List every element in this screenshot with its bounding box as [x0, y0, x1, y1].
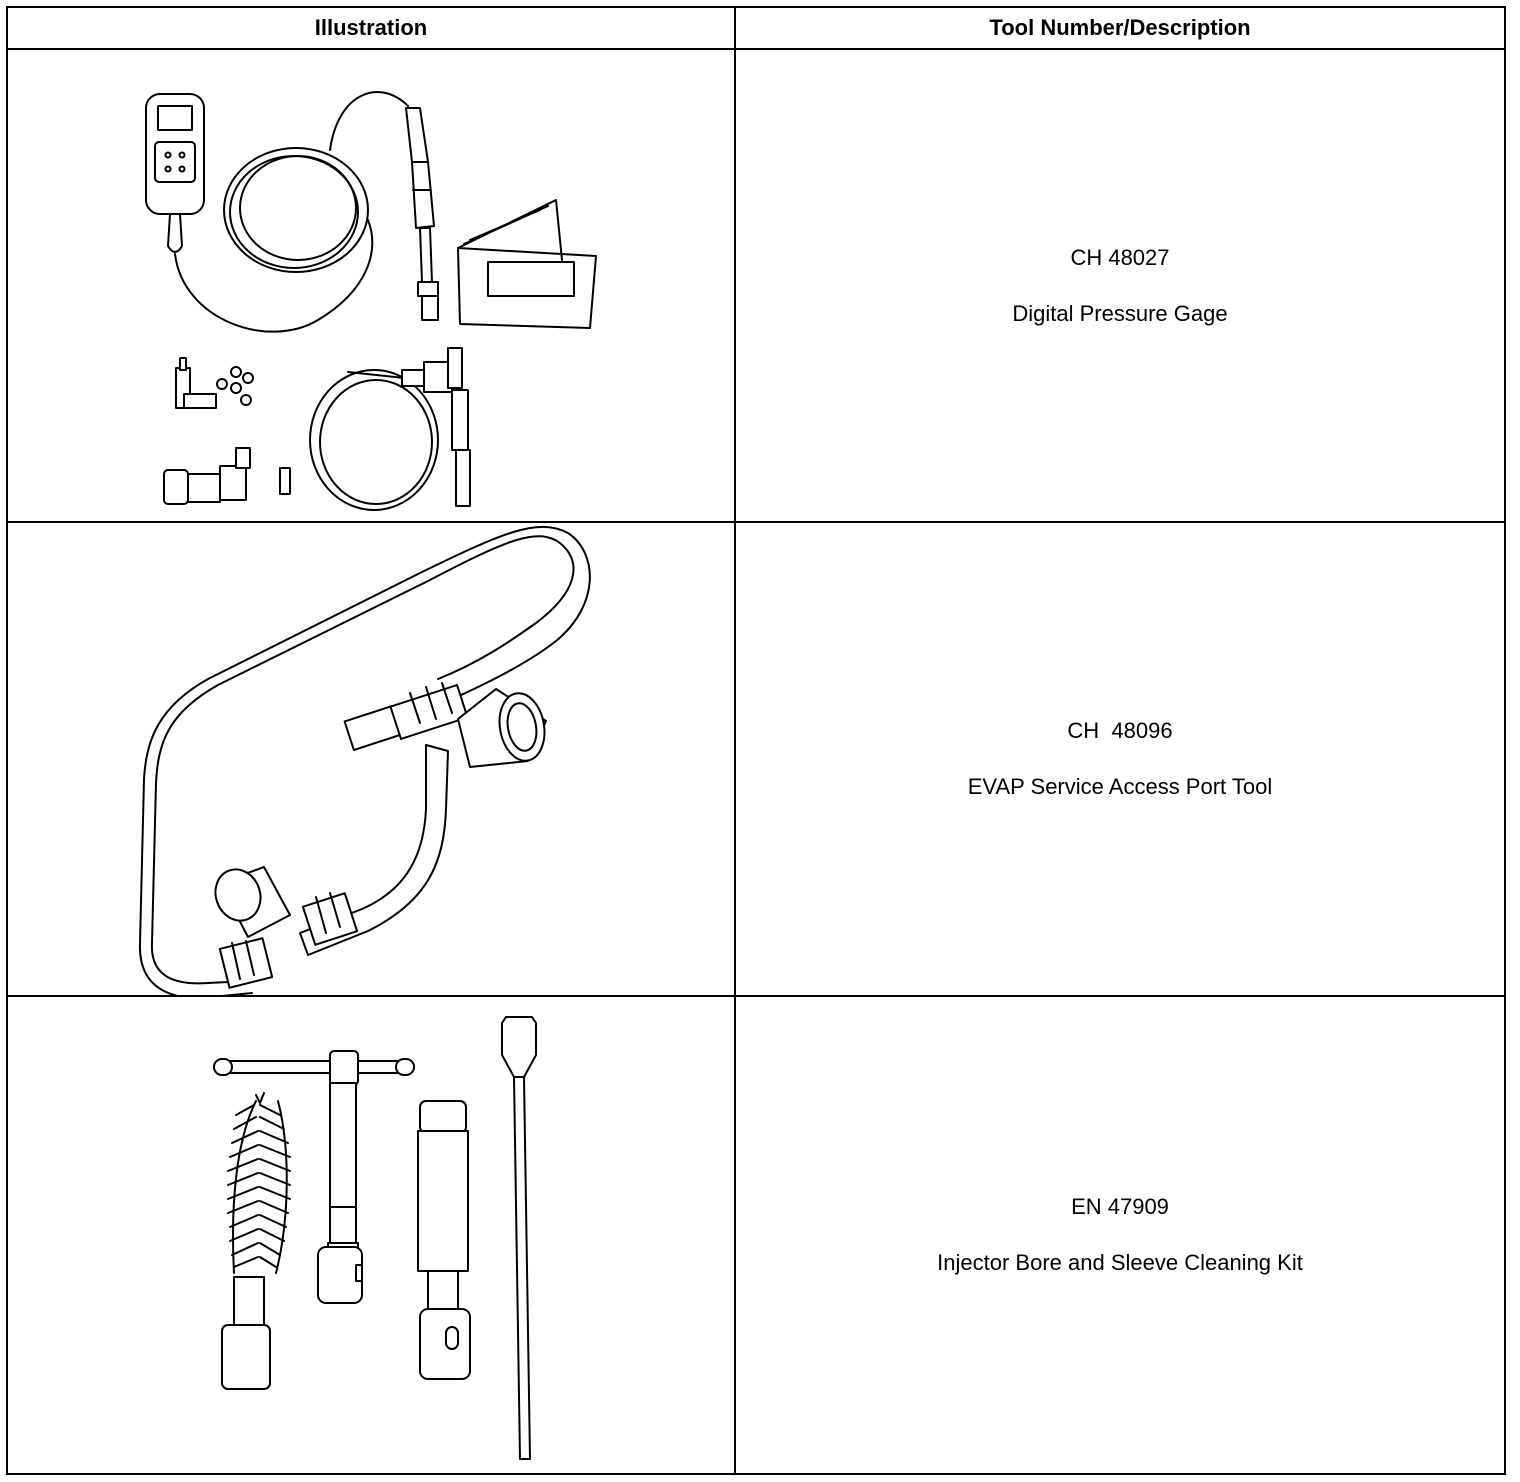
header-tool-number-description: Tool Number/Description [989, 15, 1251, 40]
tool-number: CH 48096 [1067, 718, 1173, 743]
evap-service-access-port-tool-icon [138, 525, 591, 995]
description-cell: EN 47909 Injector Bore and Sleeve Cleani… [736, 997, 1504, 1473]
tool-number: EN 47909 [1071, 1194, 1169, 1219]
illustration-cell [8, 997, 734, 1473]
table-row: CH 48027 Digital Pressure Gage [8, 50, 1504, 523]
description-cell: CH 48096 EVAP Service Access Port Tool [736, 523, 1504, 995]
digital-pressure-gage-kit-icon [145, 91, 597, 511]
table-row: CH 48096 EVAP Service Access Port Tool [8, 523, 1504, 997]
column-divider [734, 8, 736, 1473]
tool-description: Injector Bore and Sleeve Cleaning Kit [937, 1250, 1303, 1275]
tool-description: EVAP Service Access Port Tool [967, 774, 1273, 799]
illustration-cell [8, 523, 734, 995]
tool-description: Digital Pressure Gage [1012, 300, 1228, 326]
table-row: EN 47909 Injector Bore and Sleeve Cleani… [8, 997, 1504, 1473]
tool-number: CH 48027 [1070, 244, 1170, 270]
injector-bore-sleeve-cleaning-kit-icon [213, 1016, 537, 1460]
table-header-row: Illustration Tool Number/Description [8, 8, 1504, 50]
description-cell: CH 48027 Digital Pressure Gage [736, 50, 1504, 521]
header-illustration: Illustration [314, 15, 428, 40]
special-tools-table: Illustration Tool Number/Description [6, 6, 1506, 1475]
illustration-cell [8, 50, 734, 521]
